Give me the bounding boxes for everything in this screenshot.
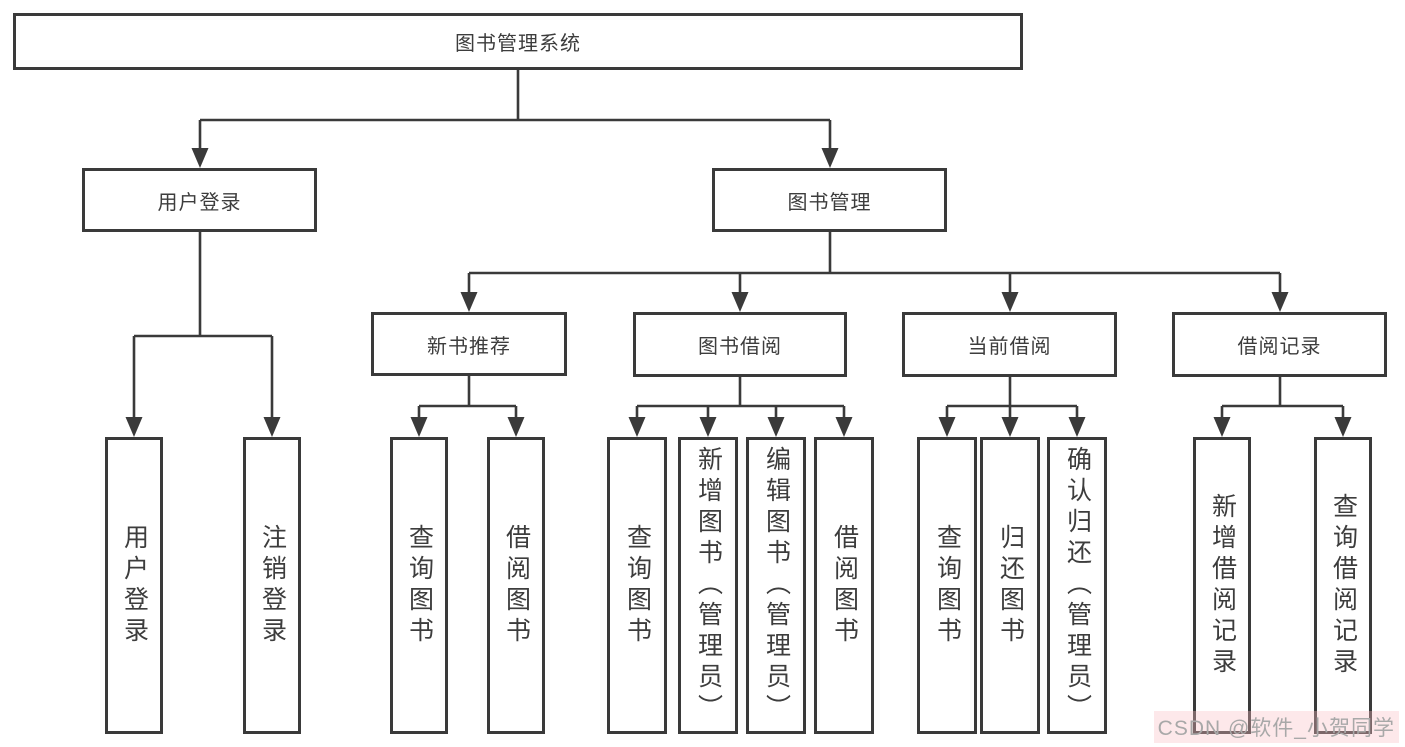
leaf-add-borrow-record: 新增借阅记录 bbox=[1193, 437, 1251, 734]
leaf-edit-books-admin-label: 编辑图书（管理员） bbox=[762, 446, 791, 725]
leaf-confirm-return-admin-label: 确认归还（管理员） bbox=[1063, 446, 1092, 725]
leaf-user-login: 用户登录 bbox=[105, 437, 163, 734]
node-new-book-recommend-label: 新书推荐 bbox=[427, 335, 511, 358]
node-user-login-branch: 用户登录 bbox=[82, 168, 317, 232]
leaf-borrow-query-books-label: 查询图书 bbox=[623, 523, 652, 648]
arrowhead-icons bbox=[125, 148, 1352, 437]
leaf-return-books-label: 归还图书 bbox=[996, 523, 1025, 648]
connector-userlogin-to-leaves bbox=[132, 232, 274, 420]
leaf-recommend-query-books-label: 查询图书 bbox=[405, 523, 434, 648]
node-book-management-branch-label: 图书管理 bbox=[787, 191, 872, 214]
node-borrow-record-module: 借阅记录 bbox=[1172, 312, 1387, 377]
node-current-borrow-module: 当前借阅 bbox=[902, 312, 1117, 377]
leaf-current-query-books-label: 查询图书 bbox=[933, 523, 962, 648]
connector-currentborrow-to-leaves bbox=[945, 377, 1079, 420]
leaf-recommend-query-books: 查询图书 bbox=[390, 437, 448, 734]
node-new-book-recommend: 新书推荐 bbox=[371, 312, 567, 376]
leaf-recommend-borrow-books-label: 借阅图书 bbox=[502, 523, 531, 648]
leaf-recommend-borrow-books: 借阅图书 bbox=[487, 437, 545, 734]
leaf-logout-label: 注销登录 bbox=[258, 523, 287, 648]
csdn-watermark: CSDN @软件_小贺同学 bbox=[1153, 711, 1399, 743]
leaf-confirm-return-admin: 确认归还（管理员） bbox=[1047, 437, 1107, 734]
node-book-borrow-module-label: 图书借阅 bbox=[698, 336, 782, 358]
connector-bookmgmt-to-level3 bbox=[467, 232, 1282, 296]
leaf-current-query-books: 查询图书 bbox=[917, 437, 977, 734]
leaf-query-borrow-record-label: 查询借阅记录 bbox=[1329, 492, 1358, 679]
node-current-borrow-module-label: 当前借阅 bbox=[967, 336, 1052, 358]
leaf-user-login-label: 用户登录 bbox=[120, 523, 149, 648]
leaf-query-borrow-record: 查询借阅记录 bbox=[1314, 437, 1372, 734]
node-borrow-record-module-label: 借阅记录 bbox=[1237, 336, 1322, 358]
node-book-management-branch: 图书管理 bbox=[712, 168, 947, 232]
leaf-borrow-books: 借阅图书 bbox=[814, 437, 874, 734]
connector-root-to-level2 bbox=[198, 70, 832, 151]
leaf-add-books-admin-label: 新增图书（管理员） bbox=[694, 446, 723, 725]
connector-newbook-to-leaves bbox=[417, 376, 518, 420]
leaf-borrow-books-label: 借阅图书 bbox=[830, 523, 859, 648]
leaf-edit-books-admin: 编辑图书（管理员） bbox=[746, 437, 806, 734]
connector-borrowmodule-to-leaves bbox=[635, 377, 846, 420]
leaf-add-borrow-record-label: 新增借阅记录 bbox=[1208, 492, 1237, 679]
node-root-system: 图书管理系统 bbox=[13, 13, 1023, 70]
leaf-add-books-admin: 新增图书（管理员） bbox=[678, 437, 738, 734]
leaf-logout: 注销登录 bbox=[243, 437, 301, 734]
connector-borrowrecord-to-leaves bbox=[1220, 377, 1345, 420]
node-root-system-label: 图书管理系统 bbox=[455, 33, 581, 55]
node-book-borrow-module: 图书借阅 bbox=[633, 312, 847, 377]
leaf-borrow-query-books: 查询图书 bbox=[607, 437, 667, 734]
node-user-login-branch-label: 用户登录 bbox=[157, 191, 242, 214]
leaf-return-books: 归还图书 bbox=[980, 437, 1040, 734]
